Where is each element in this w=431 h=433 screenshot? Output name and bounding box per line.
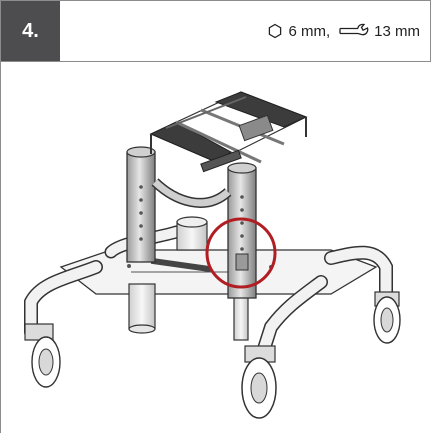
walker-frame-illustration <box>24 91 401 419</box>
rear-bracket <box>176 216 208 251</box>
tool-requirements: 6 mm, 13 mm <box>267 1 420 61</box>
seat-frame <box>149 91 308 173</box>
step-header: 4. 6 mm, 13 mm <box>0 0 431 62</box>
frame-left-border <box>0 62 1 433</box>
hex-key-icon <box>267 23 283 39</box>
right-front-arm <box>241 275 328 419</box>
step-number-badge: 4. <box>1 1 60 61</box>
left-front-arm <box>24 260 103 388</box>
lower-legs <box>128 283 249 341</box>
wrench-icon <box>339 23 369 39</box>
right-column <box>227 162 257 299</box>
wrench-size: 13 mm <box>374 22 420 40</box>
right-rear-arm <box>324 245 401 344</box>
left-column <box>126 146 156 263</box>
hex-key-size: 6 mm, <box>288 22 331 40</box>
highlight-circle <box>205 217 277 289</box>
